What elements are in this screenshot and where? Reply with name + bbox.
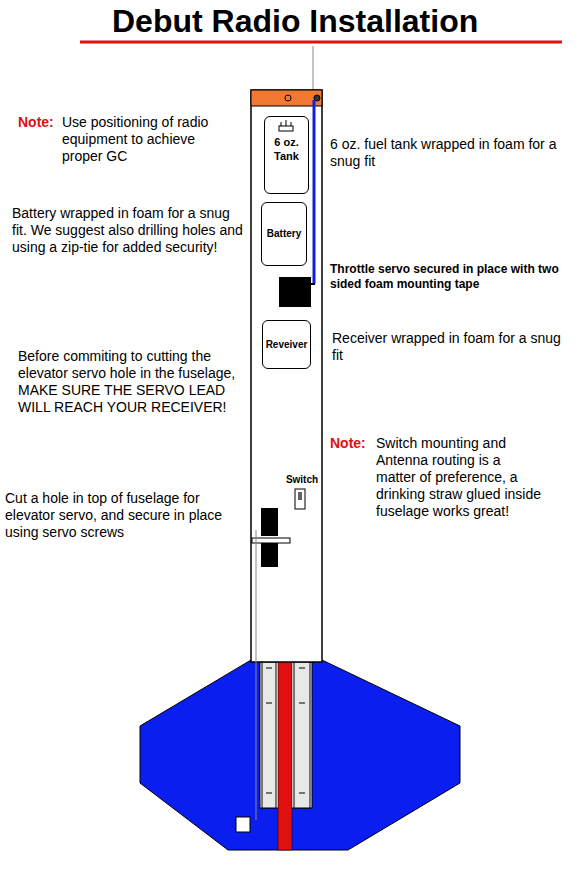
antenna-wire	[313, 46, 314, 92]
note-text: Use positioning of radio equipment to ac…	[62, 114, 232, 165]
annotation: Receiver wrapped in foam for a snug fit	[332, 330, 572, 364]
node-label: 6 oz. Tank	[265, 135, 308, 163]
node-label: Reveiver	[263, 338, 310, 351]
node-label: Switch	[280, 473, 324, 486]
servo-mount-tab	[252, 538, 290, 543]
control-horn	[236, 817, 250, 832]
fuel-tank-box: 6 oz. Tank	[264, 116, 309, 194]
annotation: Battery wrapped in foam for a snug fit. …	[12, 205, 248, 256]
warning-note: Before commiting to cutting the elevator…	[18, 348, 246, 416]
switch-node: Switch	[280, 473, 324, 489]
note-tag: Note:	[330, 435, 376, 452]
annotation: Throttle servo secured in place with two…	[330, 262, 578, 292]
title-underline	[80, 41, 562, 44]
annotation: 6 oz. fuel tank wrapped in foam for a sn…	[330, 136, 570, 170]
rudder	[278, 660, 292, 850]
elevator-servo-lower	[261, 543, 278, 567]
title: Debut Radio Installation	[112, 2, 572, 40]
receiver-box: Reveiver	[262, 320, 311, 369]
annotation: Cut a hole in top of fuselage for elevat…	[5, 490, 251, 541]
elevator-servo	[261, 508, 278, 536]
elevator-pushrod	[256, 530, 257, 820]
throttle-servo	[279, 277, 311, 307]
elevator-strip	[294, 662, 310, 808]
note-tag: Note:	[18, 114, 62, 131]
horizontal-stabilizer	[140, 660, 460, 850]
switch-body	[295, 489, 305, 509]
firewall-bolt	[285, 95, 291, 101]
note-text: Switch mounting and Antenna routing is a…	[376, 435, 541, 520]
fuel-cap	[279, 120, 293, 131]
elevator-strip	[262, 662, 276, 808]
switch-toggle	[298, 492, 302, 500]
fuselage	[251, 90, 322, 662]
servo-arm	[311, 283, 315, 285]
firewall	[251, 90, 322, 106]
battery-box: Battery	[261, 202, 307, 266]
node-label: Battery	[262, 227, 306, 240]
throttle-pushrod	[313, 100, 316, 284]
